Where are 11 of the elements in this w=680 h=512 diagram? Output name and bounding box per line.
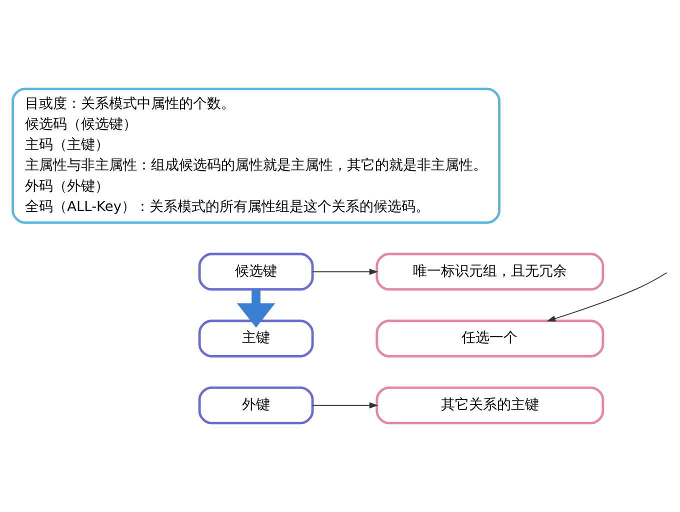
arrow [236,290,276,328]
node-box: 候选键 [198,252,314,291]
node-box: 其它关系的主键 [376,386,604,424]
arrow [312,268,378,275]
node-box: 唯一标识元组，且无冗余 [376,252,604,291]
arrow [312,402,378,408]
node-box: 外键 [198,386,314,424]
node-box: 主键 [198,320,314,358]
node-box: 任选一个 [376,320,604,358]
arrow [546,272,668,322]
node-box: 目或度：关系模式中属性的个数。 候选码（候选键） 主码（主键） 主属性与非主属性：组成候选码的属性就是主属性，其它的就是非主属性。 外码（外键） 全码（ALL-Key）：关系模式的所有属性组是这个关系的候选码。 [12,88,500,224]
